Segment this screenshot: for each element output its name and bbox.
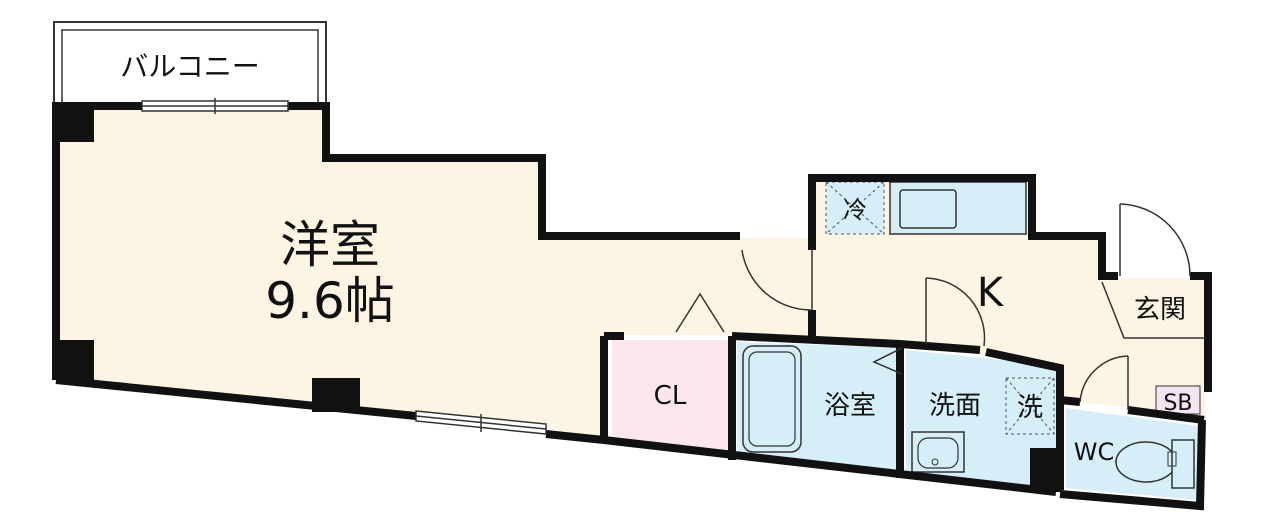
toilet-icon: [1115, 439, 1195, 489]
entrance-step: [1101, 281, 1205, 339]
bathroom-label: 浴室: [824, 391, 876, 421]
entrance-label: 玄関: [1134, 295, 1186, 325]
fridge-space: [825, 181, 885, 235]
western-room-label: 洋室: [280, 216, 380, 274]
fridge-label: 冷: [843, 196, 867, 224]
closet-label: CL: [654, 381, 687, 411]
bathtub-icon: [742, 345, 802, 453]
window-south: [415, 410, 547, 435]
washroom-label: 洗面: [929, 391, 981, 421]
shoe-box-label: SB: [1163, 391, 1192, 416]
washer-label: 洗: [1017, 393, 1043, 423]
balcony-label: バルコニー: [120, 50, 259, 83]
toilet-label: WC: [1074, 438, 1115, 466]
doors: [675, 203, 1191, 410]
window-balcony: [141, 98, 289, 114]
wall-columns: [52, 102, 1062, 492]
washer-space: [1005, 377, 1055, 435]
wash-basin-icon: [911, 431, 965, 473]
sink-icon: [899, 189, 957, 229]
kitchen-label: K: [977, 270, 1005, 316]
western-room-size-label: 9.6帖: [265, 272, 395, 330]
closet-floor: [612, 340, 730, 456]
